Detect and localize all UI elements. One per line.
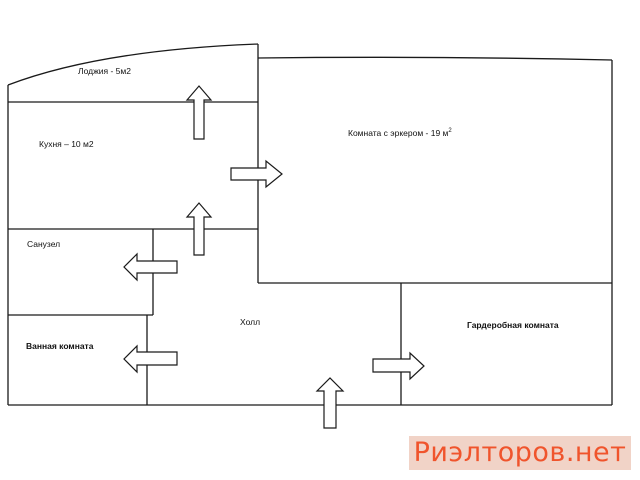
watermark-logo: Риэлторов.нет bbox=[409, 436, 631, 470]
label-kitchen: Кухня – 10 м2 bbox=[39, 139, 94, 149]
label-hall: Холл bbox=[240, 317, 260, 327]
label-bay-room-sup: 2 bbox=[448, 128, 452, 134]
arrow-right-room bbox=[230, 159, 283, 189]
arrow-up-loggia bbox=[185, 85, 213, 140]
label-bay-room: Комната с эркером - 19 м2 bbox=[348, 128, 452, 138]
label-loggia: Лоджия - 5м2 bbox=[78, 66, 131, 76]
arrow-left-bathroom bbox=[123, 344, 178, 374]
arrow-up-kitchen bbox=[185, 202, 213, 256]
label-bay-room-text: Комната с эркером - 19 м bbox=[348, 128, 449, 138]
label-toilet: Санузел bbox=[27, 239, 60, 249]
arrow-right-wardrobe bbox=[372, 351, 425, 381]
walls bbox=[7, 43, 613, 406]
arrow-up-entrance bbox=[315, 377, 345, 429]
arrow-left-toilet bbox=[123, 252, 178, 282]
label-wardrobe: Гардеробная комната bbox=[467, 320, 559, 330]
label-bathroom: Ванная комната bbox=[26, 341, 94, 351]
